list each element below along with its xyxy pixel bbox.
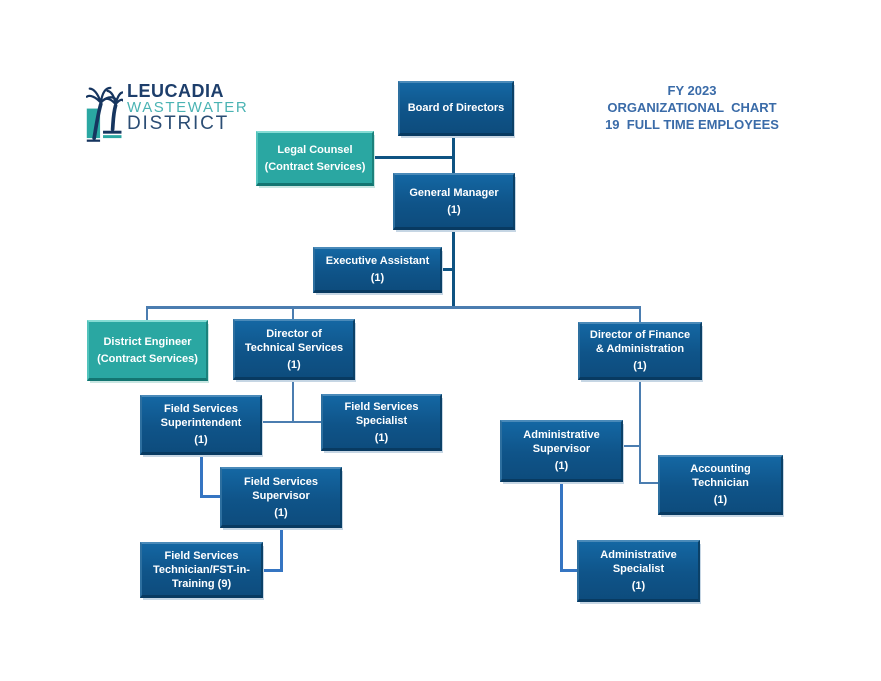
connector-superintendent-down	[200, 455, 203, 498]
org-box-label: District Engineer	[103, 335, 192, 348]
connector-to-technician	[263, 569, 283, 572]
org-box-count: (1)	[447, 203, 461, 216]
org-box-label: Administrative Specialist	[600, 549, 677, 575]
org-box-count: (1)	[274, 506, 288, 519]
org-box-count: (1)	[633, 360, 647, 372]
org-box-label: Field Services Superintendent	[160, 403, 242, 429]
org-box-administrative-supervisor: Administrative Supervisor (1)	[500, 420, 623, 482]
district-logo: LEUCADIA WASTEWATER DISTRICT	[86, 82, 248, 144]
org-box-field-services-specialist: Field Services Specialist (1)	[321, 394, 442, 451]
org-box-district-engineer: District Engineer (Contract Services)	[87, 320, 208, 381]
connector-legal-counsel	[374, 156, 454, 159]
connector-main-horizontal	[146, 306, 641, 309]
palm-trees-icon	[86, 86, 123, 142]
org-box-label: Board of Directors	[407, 102, 505, 114]
org-box-field-services-technician: Field Services Technician/FST-in- Traini…	[140, 542, 263, 598]
org-box-count: (1)	[554, 460, 569, 472]
connector-supervisor-down	[280, 528, 283, 572]
org-box-label: Field Services Supervisor	[244, 475, 318, 502]
org-box-label: Director of Finance & Administration	[589, 329, 691, 355]
org-box-count: (Contract Services)	[97, 352, 198, 365]
org-box-count: (1)	[287, 358, 301, 371]
org-box-executive-assistant: Executive Assistant (1)	[313, 247, 442, 293]
org-box-label: Accounting Technician	[690, 463, 751, 489]
connector-admin-supervisor-down	[560, 482, 563, 572]
org-box-board-of-directors: Board of Directors	[398, 81, 514, 136]
org-box-count: (1)	[713, 494, 728, 506]
org-box-field-services-superintendent: Field Services Superintendent (1)	[140, 395, 262, 455]
org-box-accounting-technician: Accounting Technician (1)	[658, 455, 783, 515]
connector-to-admin-specialist	[560, 569, 577, 572]
org-box-label: Field Services Technician/FST-in- Traini…	[153, 549, 250, 590]
org-box-count: (1)	[194, 434, 208, 446]
org-box-legal-counsel: Legal Counsel (Contract Services)	[256, 131, 374, 186]
org-box-count: (1)	[374, 431, 389, 444]
connector-to-supervisor	[200, 495, 220, 498]
org-box-field-services-supervisor: Field Services Supervisor (1)	[220, 467, 342, 528]
connector-exec-assistant	[442, 268, 454, 271]
logo-word-wastewater: WASTEWATER	[127, 99, 249, 116]
connector-to-accounting	[641, 482, 658, 484]
org-box-label: Legal Counsel	[277, 143, 353, 156]
org-box-administrative-specialist: Administrative Specialist (1)	[577, 540, 700, 602]
org-box-count: (Contract Services)	[264, 160, 366, 173]
org-box-label: Executive Assistant	[325, 255, 430, 267]
org-box-label: Field Services Specialist	[344, 400, 419, 427]
org-box-count: (1)	[370, 272, 385, 284]
chart-title-line-org: ORGANIZATIONAL CHART	[607, 100, 777, 115]
org-box-director-technical-services: Director of Technical Services (1)	[233, 319, 355, 380]
logo-wordmark: LEUCADIA WASTEWATER DISTRICT	[127, 81, 249, 134]
org-box-label: Administrative Supervisor	[523, 429, 600, 455]
chart-title-line-fy: FY 2023	[667, 83, 717, 98]
connector-finance-down	[639, 380, 641, 484]
logo-word-leucadia: LEUCADIA	[127, 81, 224, 101]
org-box-label: General Manager	[409, 186, 499, 199]
org-box-label: Director of Technical Services	[244, 327, 344, 354]
connector-board-to-gm	[452, 135, 455, 174]
connector-to-admin-supervisor	[623, 445, 639, 447]
connector-techdir-down	[292, 380, 294, 423]
chart-title: FY 2023 ORGANIZATIONAL CHART 19 FULL TIM…	[592, 82, 792, 133]
connector-superintendent-specialist	[262, 421, 321, 423]
connector-drop-finance-director	[639, 306, 641, 323]
connector-drop-district-engineer	[146, 306, 148, 321]
connector-drop-tech-director	[292, 306, 294, 320]
org-box-count: (1)	[631, 580, 646, 592]
logo-word-district: DISTRICT	[127, 113, 230, 134]
org-box-general-manager: General Manager (1)	[393, 173, 515, 230]
org-box-director-finance-administration: Director of Finance & Administration (1)	[578, 322, 702, 380]
chart-title-line-employees: 19 FULL TIME EMPLOYEES	[605, 117, 779, 132]
